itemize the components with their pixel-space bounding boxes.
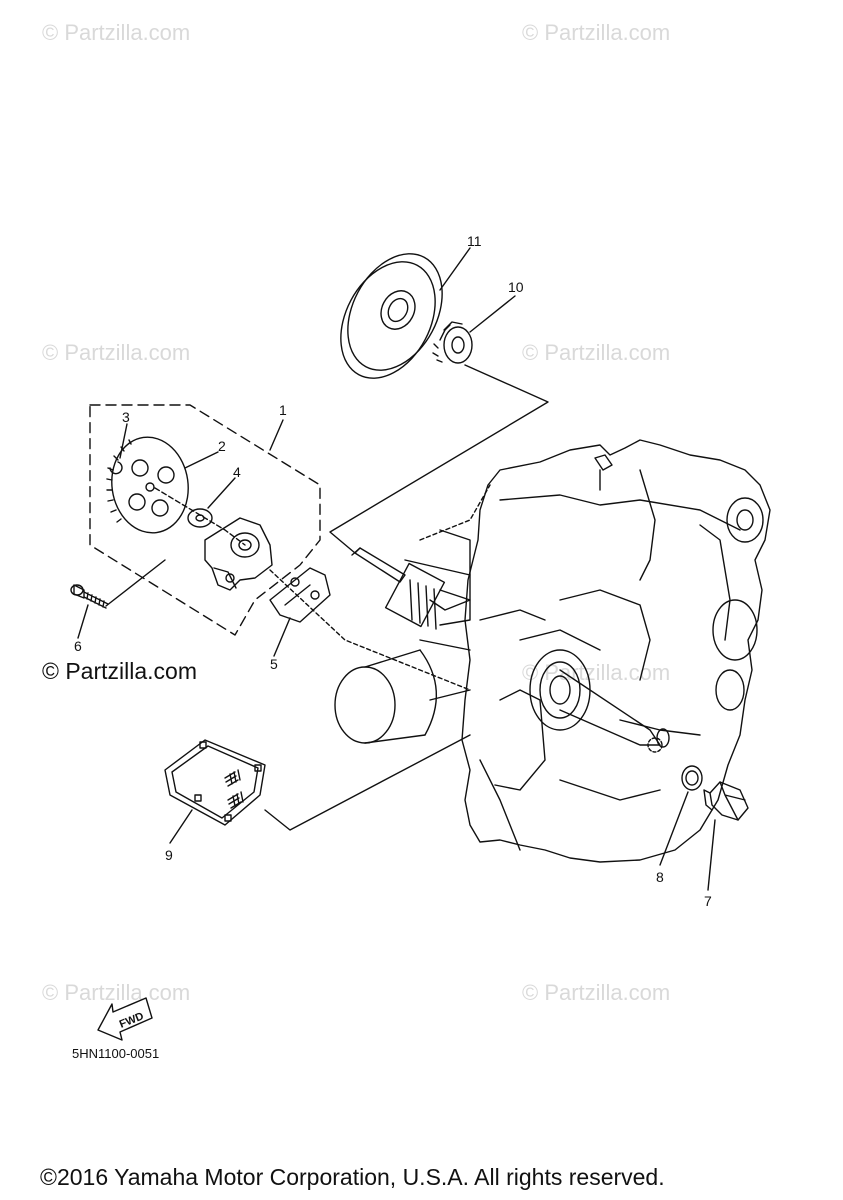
assembly-boundary <box>89 404 321 636</box>
part-4-washer <box>187 508 213 528</box>
callout-11: 11 <box>467 233 482 249</box>
watermark: © Partzilla.com <box>522 660 671 685</box>
callout-leader-6 <box>77 604 89 639</box>
part-10-gear <box>432 321 473 364</box>
crankcase <box>404 439 771 863</box>
callout-5: 5 <box>270 656 278 672</box>
callout-9: 9 <box>165 847 173 863</box>
part-6-bolt <box>70 559 166 609</box>
part-5-gasket <box>269 567 331 623</box>
leader-line-9 <box>264 734 471 831</box>
callout-1: 1 <box>279 402 287 418</box>
watermark: © Partzilla.com <box>522 20 671 45</box>
callout-leader-4 <box>207 477 236 509</box>
part-8-washer <box>681 765 703 791</box>
diagram-code: 5HN1100-0051 <box>72 1046 160 1061</box>
oil-pump-body <box>204 517 273 591</box>
callout-2: 2 <box>218 438 226 454</box>
callout-6: 6 <box>74 638 82 654</box>
watermark-main: © Partzilla.com <box>42 658 197 684</box>
callout-3: 3 <box>122 409 130 425</box>
leader-line-dashed <box>269 569 471 691</box>
callout-leader-7 <box>707 819 716 891</box>
axis-line <box>154 487 246 546</box>
callout-10: 10 <box>508 279 524 295</box>
callout-leader-9 <box>169 809 193 844</box>
callout-7: 7 <box>704 893 712 909</box>
callout-leader-8 <box>659 791 689 866</box>
callout-leader-3 <box>119 423 128 459</box>
leader-line-10 <box>329 364 549 554</box>
part-3-circlip <box>109 461 123 475</box>
callout-leader-1 <box>269 419 284 451</box>
callout-leader-10 <box>469 295 516 333</box>
crankshaft-left <box>351 547 471 630</box>
copyright-notice: ©2016 Yamaha Motor Corporation, U.S.A. A… <box>40 1164 665 1190</box>
callout-4: 4 <box>233 464 241 480</box>
callout-leader-11 <box>439 247 471 291</box>
part-2-oil-pump-gear <box>106 436 189 534</box>
watermark: © Partzilla.com <box>42 980 191 1005</box>
watermark: © Partzilla.com <box>42 20 191 45</box>
crankshaft-right <box>519 629 670 748</box>
fwd-arrow-icon: FWD <box>97 997 153 1041</box>
watermark: © Partzilla.com <box>42 340 191 365</box>
part-7-drain-plug <box>703 781 749 821</box>
part-11-cover-disc <box>340 253 443 379</box>
part-9-oil-strainer <box>164 739 266 826</box>
watermark: © Partzilla.com <box>522 340 671 365</box>
callout-leader-2 <box>184 451 219 469</box>
callout-leader-5 <box>273 617 291 657</box>
cylinder-left <box>334 649 437 744</box>
watermark: © Partzilla.com <box>522 980 671 1005</box>
callout-8: 8 <box>656 869 664 885</box>
